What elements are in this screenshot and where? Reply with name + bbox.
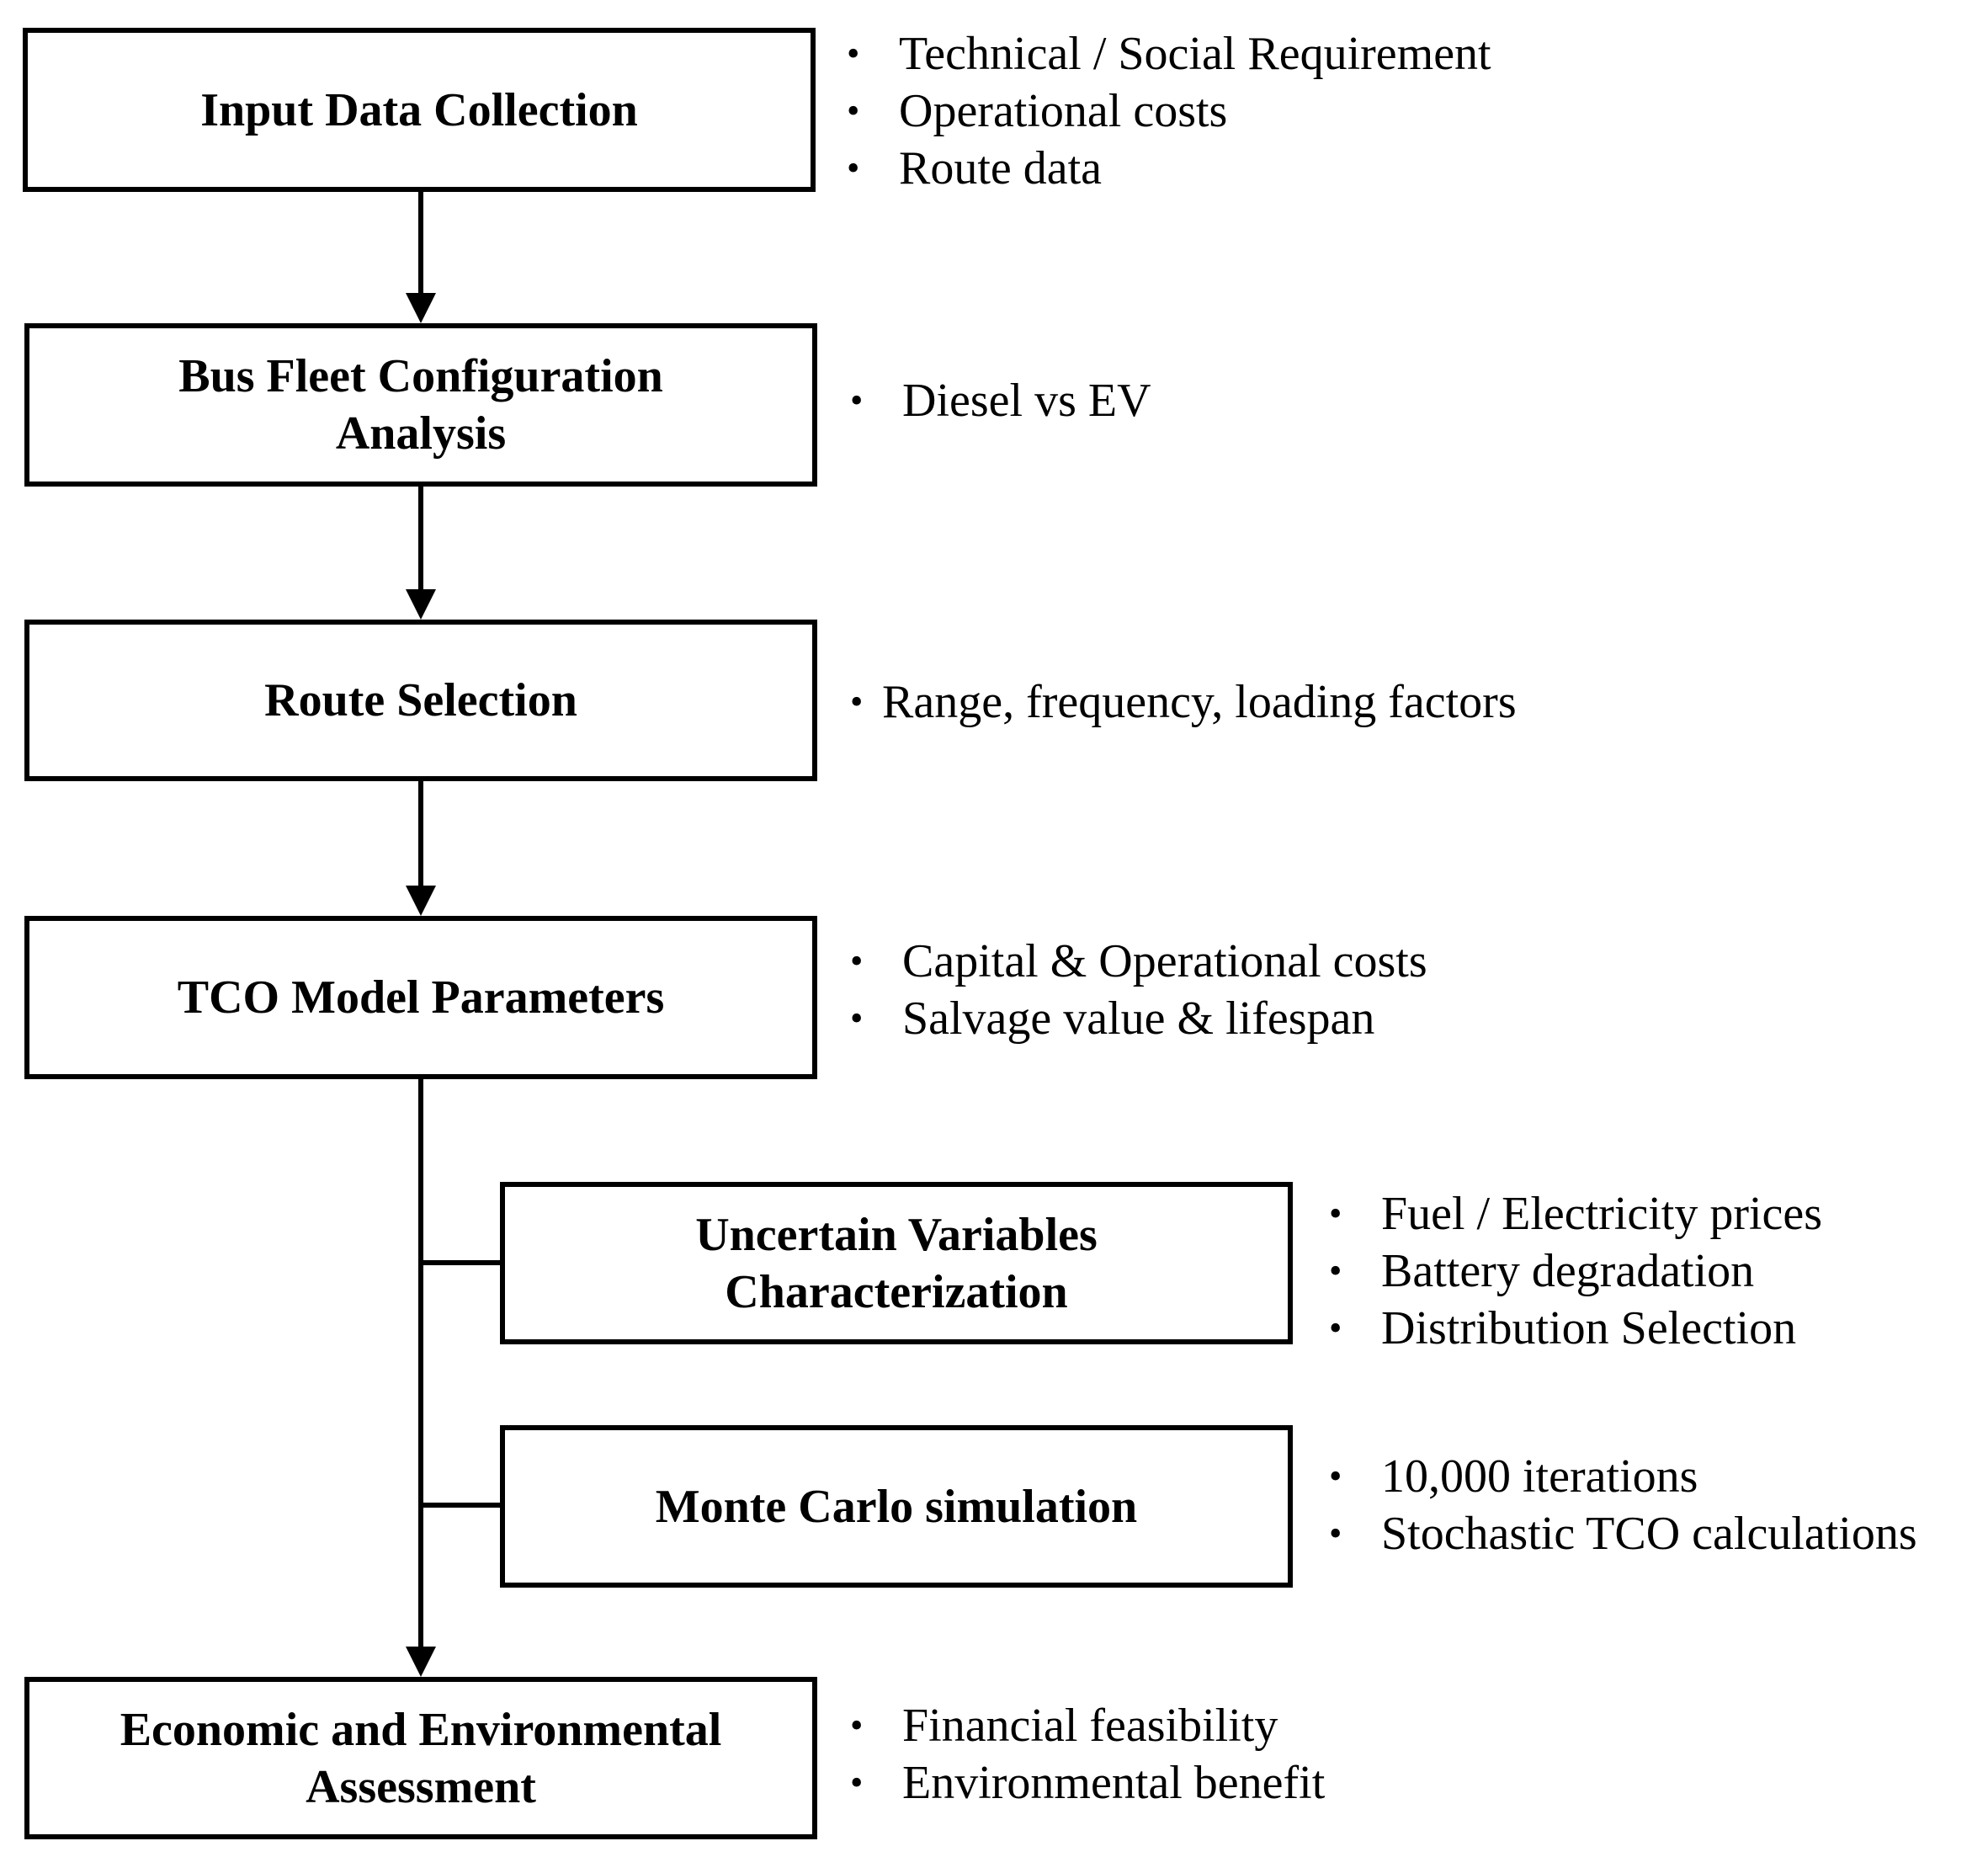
list-item: •Battery degradation <box>1329 1242 1822 1300</box>
step-4-bullet-list: •Capital & Operational costs •Salvage va… <box>850 933 1427 1047</box>
bullet-icon: • <box>850 681 864 722</box>
step-title: Input Data Collection <box>200 83 638 136</box>
step-title: Monte Carlo simulation <box>655 1480 1138 1533</box>
bullet-icon: • <box>1329 1250 1342 1291</box>
bullet-icon: • <box>850 1762 864 1803</box>
step-box-route-selection: Route Selection <box>24 620 817 781</box>
list-item: •10,000 iterations <box>1329 1448 1917 1505</box>
list-item: •Diesel vs EV <box>850 372 1151 429</box>
step-title: Bus Fleet Configuration Analysis <box>178 350 663 460</box>
step-box-bus-fleet-configuration: Bus Fleet Configuration Analysis <box>24 323 817 487</box>
step-box-input-data-collection: Input Data Collection <box>23 28 816 192</box>
list-item: •Range, frequency, loading factors <box>850 673 1517 731</box>
step-5-bullet-list: •Fuel / Electricity prices •Battery degr… <box>1329 1185 1822 1357</box>
bullet-icon: • <box>847 90 860 131</box>
bullet-icon: • <box>1329 1513 1342 1554</box>
bullet-icon: • <box>847 147 860 189</box>
step-title: Economic and Environmental Assessment <box>120 1703 722 1813</box>
list-item: •Environmental benefit <box>850 1754 1325 1812</box>
bullet-icon: • <box>850 940 864 982</box>
bullet-icon: • <box>1329 1455 1342 1497</box>
list-item: •Fuel / Electricity prices <box>1329 1185 1822 1242</box>
list-item: •Technical / Social Requirement <box>847 25 1491 82</box>
bullet-icon: • <box>1329 1193 1342 1234</box>
step-3-bullet-list: •Range, frequency, loading factors <box>850 673 1517 731</box>
bullet-icon: • <box>850 380 864 421</box>
list-item: •Financial feasibility <box>850 1697 1325 1754</box>
bullet-icon: • <box>1329 1307 1342 1349</box>
bullet-icon: • <box>847 33 860 74</box>
step-box-tco-model-parameters: TCO Model Parameters <box>24 916 817 1079</box>
step-title: Uncertain Variables Characterization <box>695 1208 1098 1318</box>
list-item: •Operational costs <box>847 82 1491 140</box>
step-7-bullet-list: •Financial feasibility •Environmental be… <box>850 1697 1325 1812</box>
step-box-economic-environmental-assessment: Economic and Environmental Assessment <box>24 1677 817 1839</box>
arrowhead-3 <box>406 886 436 916</box>
step-title: TCO Model Parameters <box>177 971 665 1024</box>
step-box-uncertain-variables: Uncertain Variables Characterization <box>500 1182 1293 1344</box>
list-item: •Capital & Operational costs <box>850 933 1427 990</box>
arrowhead-2 <box>406 589 436 620</box>
list-item: •Stochastic TCO calculations <box>1329 1505 1917 1562</box>
step-6-bullet-list: •10,000 iterations •Stochastic TCO calcu… <box>1329 1448 1917 1562</box>
arrowhead-1 <box>406 293 436 323</box>
arrowhead-4 <box>406 1647 436 1677</box>
step-2-bullet-list: •Diesel vs EV <box>850 372 1151 429</box>
bullet-icon: • <box>850 998 864 1039</box>
step-1-bullet-list: •Technical / Social Requirement •Operati… <box>847 25 1491 197</box>
list-item: •Route data <box>847 140 1491 197</box>
list-item: •Distribution Selection <box>1329 1300 1822 1357</box>
step-title: Route Selection <box>264 674 577 726</box>
step-box-monte-carlo-simulation: Monte Carlo simulation <box>500 1425 1293 1588</box>
bullet-icon: • <box>850 1705 864 1746</box>
list-item: •Salvage value & lifespan <box>850 990 1427 1047</box>
